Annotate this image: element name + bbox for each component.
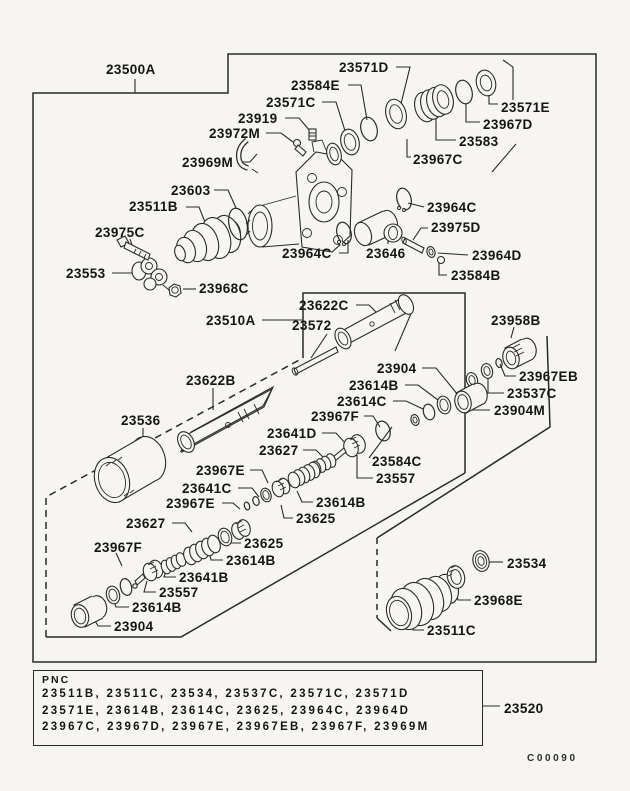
o-ring-23603 bbox=[227, 207, 249, 241]
leader-lines bbox=[92, 66, 516, 707]
bolt-23975C bbox=[116, 235, 151, 261]
valve-row-bottom bbox=[70, 519, 251, 628]
part-label-23537C: 23537C bbox=[507, 386, 557, 401]
valve-23919 bbox=[308, 128, 317, 141]
assembly-outline-23500A bbox=[32, 53, 597, 663]
part-label-23975C: 23975C bbox=[95, 225, 145, 240]
pnc-row-2: 23571E, 23614B, 23614C, 23625, 23964C, 2… bbox=[42, 704, 411, 717]
part-label-23967E-2: 23967E bbox=[166, 496, 215, 511]
cylinder-23904-right bbox=[454, 382, 488, 414]
part-label-23964C-l: 23964C bbox=[282, 246, 332, 261]
part-label-23627-l: 23627 bbox=[126, 516, 166, 531]
part-label-23967F-u: 23967F bbox=[311, 409, 360, 424]
part-label-23622B: 23622B bbox=[186, 373, 236, 388]
hose-23969M bbox=[235, 137, 259, 174]
part-label-23511B: 23511B bbox=[129, 199, 178, 214]
part-label-23968E: 23968E bbox=[474, 593, 523, 608]
coupling-23646 bbox=[353, 209, 403, 247]
nut-23968C bbox=[168, 283, 182, 298]
part-label-23511C: 23511C bbox=[427, 623, 476, 638]
part-label-23967C: 23967C bbox=[413, 152, 463, 167]
part-label-23520: 23520 bbox=[504, 701, 544, 716]
part-label-23571E: 23571E bbox=[501, 100, 550, 115]
part-label-23625-l: 23625 bbox=[244, 536, 284, 551]
snap-ring-23964C-lower bbox=[336, 221, 352, 247]
part-label-23572: 23572 bbox=[292, 318, 332, 333]
snap-ring-23964C-upper bbox=[396, 187, 412, 213]
seal-23534 bbox=[472, 550, 490, 572]
ring-23968E bbox=[446, 565, 466, 589]
part-label-23975D: 23975D bbox=[431, 220, 481, 235]
part-label-23583: 23583 bbox=[459, 134, 499, 149]
pnc-row-1: 23511B, 23511C, 23534, 23537C, 23571C, 2… bbox=[42, 688, 410, 700]
part-label-23603: 23603 bbox=[171, 183, 211, 198]
part-label-23641C: 23641C bbox=[182, 481, 232, 496]
valve-row-middle bbox=[243, 420, 391, 511]
tube-23622B bbox=[177, 385, 275, 454]
part-label-23967E-1: 23967E bbox=[196, 463, 245, 478]
part-label-23904M: 23904M bbox=[494, 403, 546, 418]
part-label-23964C-u: 23964C bbox=[427, 200, 477, 215]
part-label-23967F-l: 23967F bbox=[94, 540, 143, 555]
part-label-23904-b: 23904 bbox=[114, 619, 154, 634]
part-label-23967D: 23967D bbox=[483, 117, 533, 132]
part-label-23614B-d: 23614B bbox=[132, 600, 182, 615]
pin-23975D bbox=[401, 236, 425, 254]
part-label-23968C: 23968C bbox=[199, 281, 249, 296]
part-label-23614B-b: 23614B bbox=[316, 495, 366, 510]
part-label-23534: 23534 bbox=[507, 556, 547, 571]
assembly-outline-23510A bbox=[45, 292, 466, 638]
part-label-23646: 23646 bbox=[366, 246, 406, 261]
rod-23572 bbox=[291, 346, 339, 376]
pnc-title: PNC bbox=[42, 674, 71, 686]
bushing-23958B-group bbox=[465, 337, 537, 388]
part-label-23641D: 23641D bbox=[267, 426, 317, 441]
part-label-23614C: 23614C bbox=[337, 394, 387, 409]
valve-housing bbox=[245, 139, 353, 253]
tube-23622C bbox=[334, 294, 415, 350]
part-label-23919: 23919 bbox=[238, 111, 278, 126]
part-label-23969M: 23969M bbox=[182, 155, 234, 170]
part-label-23557-l: 23557 bbox=[159, 585, 199, 600]
part-label-23622C: 23622C bbox=[299, 298, 349, 313]
part-label-23964D: 23964D bbox=[472, 248, 522, 263]
part-label-23904-r: 23904 bbox=[377, 361, 417, 376]
part-label-23958B: 23958B bbox=[491, 313, 541, 328]
rack-end-23536 bbox=[93, 435, 167, 504]
rings-23614B-23614C-23584C bbox=[410, 395, 452, 426]
part-label-23557-u: 23557 bbox=[376, 471, 416, 486]
joint-23553 bbox=[131, 257, 171, 292]
seal-ring-chain-top bbox=[326, 69, 497, 166]
boot-23511B bbox=[174, 214, 242, 264]
part-label-C00090: C00090 bbox=[527, 753, 578, 764]
part-label-23571C: 23571C bbox=[266, 95, 316, 110]
part-label-23553: 23553 bbox=[66, 266, 106, 281]
pnc-box: PNC 23511B, 23511C, 23534, 23537C, 23571… bbox=[33, 670, 483, 746]
part-label-23967EB: 23967EB bbox=[519, 369, 579, 384]
part-label-23641B: 23641B bbox=[179, 570, 229, 585]
assembly-outline-boot-group bbox=[376, 335, 551, 632]
part-label-23571D: 23571D bbox=[339, 60, 389, 75]
part-label-23584B: 23584B bbox=[451, 268, 501, 283]
part-label-23972M: 23972M bbox=[209, 126, 261, 141]
part-label-23614B-c: 23614B bbox=[226, 553, 276, 568]
pnc-row-3: 23967C, 23967D, 23967E, 23967EB, 23967F,… bbox=[42, 721, 430, 733]
boot-23511C bbox=[385, 573, 459, 631]
part-label-23584E: 23584E bbox=[291, 78, 340, 93]
part-label-23614B-a: 23614B bbox=[349, 378, 399, 393]
part-label-23510A: 23510A bbox=[206, 313, 256, 328]
part-label-23625-m: 23625 bbox=[296, 511, 336, 526]
part-label-23500A: 23500A bbox=[106, 62, 156, 77]
washer-23964D-ball-23584B bbox=[426, 246, 446, 265]
part-label-23627-u: 23627 bbox=[259, 443, 299, 458]
part-label-23584C: 23584C bbox=[372, 454, 422, 469]
part-label-23536: 23536 bbox=[121, 413, 161, 428]
bracket-lines bbox=[394, 59, 517, 352]
fitting-23972M bbox=[292, 138, 307, 157]
